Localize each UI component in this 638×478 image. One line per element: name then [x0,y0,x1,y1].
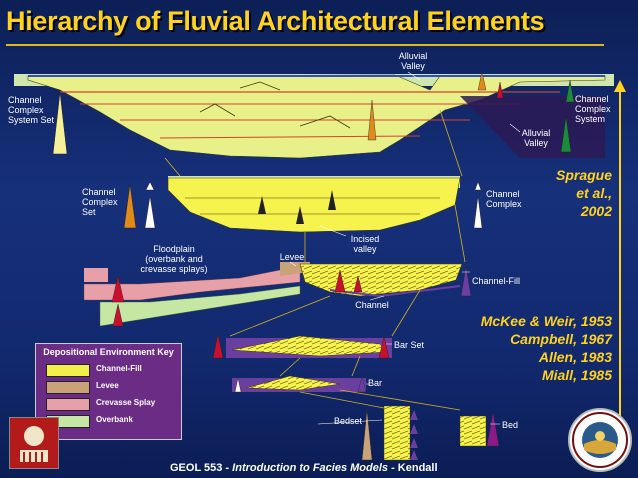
bedset-bed-section [361,405,500,461]
zoom-connector [164,109,463,177]
channel-complex-label: Channel Complex [486,189,522,209]
channel-section [83,262,472,327]
channel-complex-set-label: Channel Complex Set [82,187,118,217]
triangle-symbol [361,409,373,461]
surface-line [159,135,421,139]
zoom-connector [279,355,361,377]
channel-complex-section [123,176,483,233]
citation-sprague: Sprague et al., 2002 [530,166,612,220]
footer: GEOL 553 - Introduction to Facies Models… [170,462,438,474]
complex-fill [167,177,461,233]
triangle-symbol [353,275,363,293]
floodplain-label: Floodplain (overbank and crevasse splays… [140,244,208,274]
triangle-symbol [357,375,367,393]
triangle-symbol [378,335,390,359]
label-pointer [289,71,521,425]
key-label: Channel-Fill [96,364,142,373]
alluvial-valley-section [14,71,614,159]
triangle-symbol [477,71,487,91]
bar-fill [245,375,341,391]
citation-line: et al., [576,185,612,201]
citation-line: Miall, 1985 [541,367,612,383]
channel-fill-deposit [299,263,463,297]
citation-line: 2002 [580,203,612,219]
triangle-symbol [460,265,472,297]
triangle-symbol [258,196,266,214]
triangle-symbol [410,410,418,420]
channel-label: Channel [355,300,389,310]
key-swatch [46,398,90,411]
triangle-symbol [496,81,504,99]
channel-base [329,285,461,298]
channel-complex-system-label: Channel Complex System [575,94,611,124]
triangle-symbol [473,195,483,229]
bar-label: Bar [368,378,383,388]
citation-line: Campbell, 1967 [510,331,612,347]
bed-block [459,415,487,447]
zoom-connector [299,389,461,411]
citation-line: Sprague [555,167,612,183]
slide-title: Hierarchy of Fluvial Architectural Eleme… [6,6,545,36]
zoom-connector [229,289,421,337]
triangle-symbol [565,79,575,103]
triangle-symbol [123,183,137,229]
triangle-symbol [296,206,304,224]
triangle-symbol [234,377,242,393]
university-logo-icon [9,417,59,469]
triangle-symbol [474,181,482,191]
incised-valley-label: Incised valley [350,234,380,254]
footer-author: - Kendall [391,462,438,474]
key-swatch [46,364,90,377]
depositional-key: Depositional Environment Key Channel-Fil… [35,343,182,440]
seal-logo-icon [568,408,632,472]
alluvial-valley-top-label: Alluvial Valley [398,51,428,71]
triangle-symbol [334,269,346,293]
lens-outlines [199,81,351,129]
citation-line: Allen, 1983 [538,349,612,365]
triangle-symbol [212,333,224,359]
bedset-label: Bedset [333,416,363,426]
bar-set-section [212,333,392,359]
triangle-symbol [328,190,336,210]
key-title: Depositional Environment Key [43,347,174,357]
key-swatch [46,381,90,394]
footer-subtitle: Introduction to Facies Models [232,462,389,474]
citation-line: McKee & Weir, 1953 [480,313,612,329]
bedset-column [383,405,411,461]
triangle-symbol [410,424,418,434]
internal-surfaces [185,197,440,215]
triangle-symbol [410,450,418,460]
footer-course: GEOL 553 - [170,462,230,474]
zoom-connector [304,204,466,263]
triangle-symbol [410,438,418,448]
levee-label: Levee [279,252,305,262]
title-underline [6,44,604,46]
key-label: Crevasse Splay [96,398,156,407]
key-label: Levee [96,381,119,390]
crevasse-splay [83,265,301,301]
channel-fill-label: Channel-Fill [472,276,521,286]
triangle-symbol [560,115,572,153]
overbank-deposit [99,285,301,327]
triangle-symbol [145,181,155,191]
citation-list: McKee & Weir, 1953 Campbell, 1967 Allen,… [440,312,612,384]
triangle-symbol [367,99,377,141]
triangle-symbol [144,195,156,229]
alluvial-valley-right-label: Alluvial Valley [521,128,551,148]
crevasse-wedge [84,268,108,282]
arrow-up-down-icon [614,80,626,454]
bar-section [232,375,367,393]
key-label: Overbank [96,415,133,424]
bed-label: Bed [502,420,519,430]
triangle-symbol [52,91,68,155]
triangle-symbol [112,303,124,327]
channel-complex-system-set-label: Channel Complex System Set [8,95,55,125]
triangle-symbol [486,411,500,447]
triangle-symbol [111,275,125,303]
bar-set-label: Bar Set [394,340,425,350]
